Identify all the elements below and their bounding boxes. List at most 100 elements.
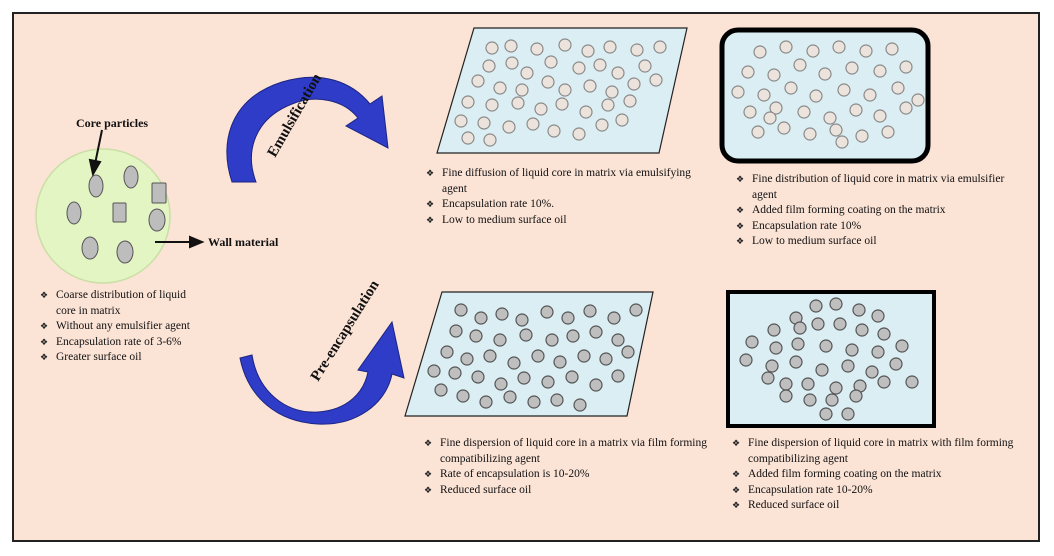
bullet-item: Reduced surface oil	[732, 498, 1022, 514]
droplet	[504, 39, 518, 53]
droplets-emulsification-coated	[731, 40, 925, 149]
droplet	[502, 120, 516, 134]
droplet	[611, 333, 625, 347]
droplet	[739, 353, 753, 367]
droplet	[745, 335, 759, 349]
droplet	[832, 40, 846, 54]
droplet	[767, 323, 781, 337]
droplet	[829, 123, 843, 137]
droplet	[474, 311, 488, 325]
droplet	[485, 41, 499, 55]
droplet	[841, 359, 855, 373]
droplet	[615, 113, 629, 127]
core-particle	[88, 174, 104, 198]
droplet	[885, 42, 899, 56]
droplet	[483, 133, 497, 147]
bullet-item: Added film forming coating on the matrix	[736, 203, 1006, 219]
droplet	[741, 65, 755, 79]
droplet	[891, 81, 905, 95]
droplet	[583, 304, 597, 318]
droplet	[583, 79, 597, 93]
bullet-item: Encapsulation rate 10%.	[426, 197, 706, 213]
droplet	[544, 55, 558, 69]
bullet-item: Fine dispersion of liquid core in matrix…	[732, 436, 1022, 467]
droplet	[589, 378, 603, 392]
droplet	[595, 118, 609, 132]
droplet	[495, 307, 509, 321]
droplet	[515, 313, 529, 327]
droplet	[540, 305, 554, 319]
droplet	[815, 363, 829, 377]
droplet	[515, 83, 529, 97]
bullet-item: Fine distribution of liquid core in matr…	[736, 172, 1006, 203]
droplet	[599, 352, 613, 366]
droplet	[469, 329, 483, 343]
droplet	[791, 337, 805, 351]
bullet-item: Added film forming coating on the matrix	[732, 467, 1022, 483]
droplet	[456, 389, 470, 403]
droplet	[505, 56, 519, 70]
droplet	[621, 345, 635, 359]
droplet	[653, 40, 667, 54]
droplet	[751, 125, 765, 139]
droplet	[873, 109, 887, 123]
bullet-item: Low to medium surface oil	[736, 234, 1006, 250]
droplet	[763, 111, 777, 125]
droplet	[520, 66, 534, 80]
droplet	[531, 349, 545, 363]
droplet	[629, 303, 643, 317]
droplet	[793, 58, 807, 72]
droplet	[519, 328, 533, 342]
droplet	[573, 398, 587, 412]
droplet	[479, 395, 493, 409]
wall-material-label: Wall material	[208, 235, 279, 249]
droplet	[550, 393, 564, 407]
droplet	[877, 375, 891, 389]
core-particle	[116, 240, 134, 264]
droplet	[579, 105, 593, 119]
droplet	[837, 83, 851, 97]
droplet	[877, 327, 891, 341]
droplet	[547, 124, 561, 138]
droplet	[449, 324, 463, 338]
bullet-item: Reduced surface oil	[424, 483, 714, 499]
droplet	[494, 377, 508, 391]
droplets-emulsification	[454, 38, 667, 147]
droplet	[779, 40, 793, 54]
droplet	[471, 74, 485, 88]
droplet	[477, 116, 491, 130]
droplet	[849, 103, 863, 117]
coarse-notes: Coarse distribution of liquid core in ma…	[40, 288, 200, 366]
droplet	[769, 341, 783, 355]
core-particle	[81, 236, 99, 260]
pre-encapsulation-coated-notes: Fine dispersion of liquid core in matrix…	[732, 436, 1022, 514]
droplet	[801, 377, 815, 391]
droplet	[601, 98, 615, 112]
core-particles	[66, 165, 167, 264]
droplet	[607, 311, 621, 325]
emulsification-arrow	[226, 76, 389, 183]
core-particle	[112, 202, 127, 223]
droplet	[589, 325, 603, 339]
droplet	[855, 129, 869, 143]
droplet	[859, 44, 873, 58]
core-particles-label: Core particles	[76, 116, 149, 130]
droplet	[829, 381, 843, 395]
droplet	[565, 370, 579, 384]
core-particle	[151, 182, 167, 204]
droplet	[819, 339, 833, 353]
emulsification-coated-matrix	[719, 27, 931, 164]
bullet-item: Without any emulsifier agent	[40, 319, 200, 335]
droplet	[493, 333, 507, 347]
droplet	[558, 83, 572, 97]
droplet	[577, 349, 591, 363]
droplet	[779, 389, 793, 403]
droplet	[871, 309, 885, 323]
pre-encapsulation-arrow	[239, 320, 405, 425]
droplet	[471, 370, 485, 384]
droplet	[461, 95, 475, 109]
droplet	[545, 333, 559, 347]
droplet	[829, 297, 843, 311]
droplet	[777, 121, 791, 135]
droplet	[881, 125, 895, 139]
